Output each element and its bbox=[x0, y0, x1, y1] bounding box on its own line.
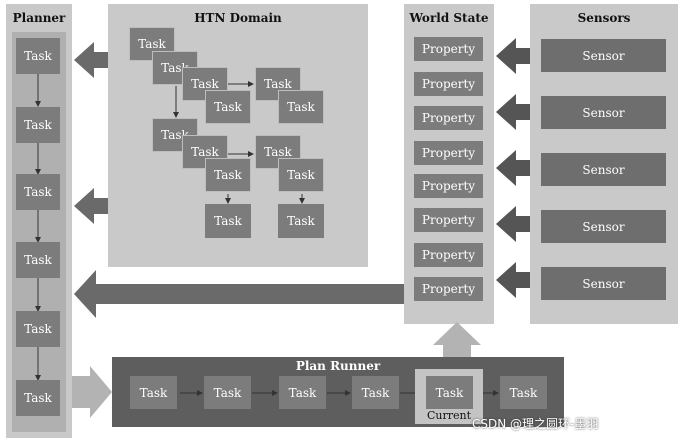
sensor-box: Sensor bbox=[541, 39, 666, 72]
world-property: Property bbox=[414, 277, 483, 301]
planner-task: Task bbox=[16, 380, 60, 416]
sensors-title: Sensors bbox=[577, 11, 631, 25]
planner-task: Task bbox=[16, 311, 60, 347]
planner-task: Task bbox=[16, 107, 60, 143]
planner-task: Task bbox=[16, 174, 60, 210]
sensor-box: Sensor bbox=[541, 96, 666, 129]
plan-runner-panel: Plan Runner bbox=[112, 357, 564, 427]
planner-to-runner-arrow bbox=[72, 366, 112, 418]
planner-title: Planner bbox=[12, 11, 66, 25]
runner-to-world-arrow bbox=[433, 322, 481, 357]
world-property: Property bbox=[414, 106, 483, 130]
htn-to-planner-arrow-bottom bbox=[74, 188, 108, 224]
sensor-box: Sensor bbox=[541, 267, 666, 300]
sensor-box: Sensor bbox=[541, 210, 666, 243]
sensor-to-world-arrow-2 bbox=[496, 94, 530, 130]
htn-to-planner-arrow-top bbox=[74, 42, 108, 78]
world-property: Property bbox=[414, 72, 483, 96]
sensor-to-world-arrow-4 bbox=[496, 206, 530, 242]
world-to-planner-arrow bbox=[74, 270, 404, 318]
planner-inner bbox=[12, 32, 66, 432]
runner-task: Task bbox=[500, 376, 547, 409]
htn-task: Task bbox=[278, 158, 324, 192]
world-property: Property bbox=[414, 208, 483, 232]
runner-task: Task bbox=[204, 376, 251, 409]
world-property: Property bbox=[414, 141, 483, 165]
plan-runner-title: Plan Runner bbox=[295, 359, 381, 373]
world-state-title: World State bbox=[409, 11, 489, 25]
htn-task: Task bbox=[205, 204, 251, 238]
runner-task-current: Task bbox=[426, 376, 473, 409]
htn-task: Task bbox=[278, 204, 324, 238]
runner-task: Task bbox=[279, 376, 326, 409]
htn-domain-title: HTN Domain bbox=[194, 11, 282, 25]
world-property: Property bbox=[414, 37, 483, 61]
current-label: Current bbox=[426, 409, 472, 422]
htn-task: Task bbox=[278, 90, 324, 124]
runner-task: Task bbox=[130, 376, 177, 409]
sensor-to-world-arrow-1 bbox=[496, 38, 530, 74]
world-property: Property bbox=[414, 243, 483, 267]
sensor-to-world-arrow-3 bbox=[496, 150, 530, 186]
planner-task: Task bbox=[16, 38, 60, 74]
watermark: CSDN @理之圆环-墨羽 bbox=[472, 417, 599, 431]
world-property: Property bbox=[414, 174, 483, 198]
planner-panel: Planner bbox=[6, 4, 72, 438]
planner-task: Task bbox=[16, 242, 60, 278]
htn-task: Task bbox=[205, 90, 251, 124]
sensor-box: Sensor bbox=[541, 153, 666, 186]
runner-task: Task bbox=[352, 376, 399, 409]
htn-task: Task bbox=[205, 158, 251, 192]
sensor-to-world-arrow-5 bbox=[496, 262, 530, 298]
